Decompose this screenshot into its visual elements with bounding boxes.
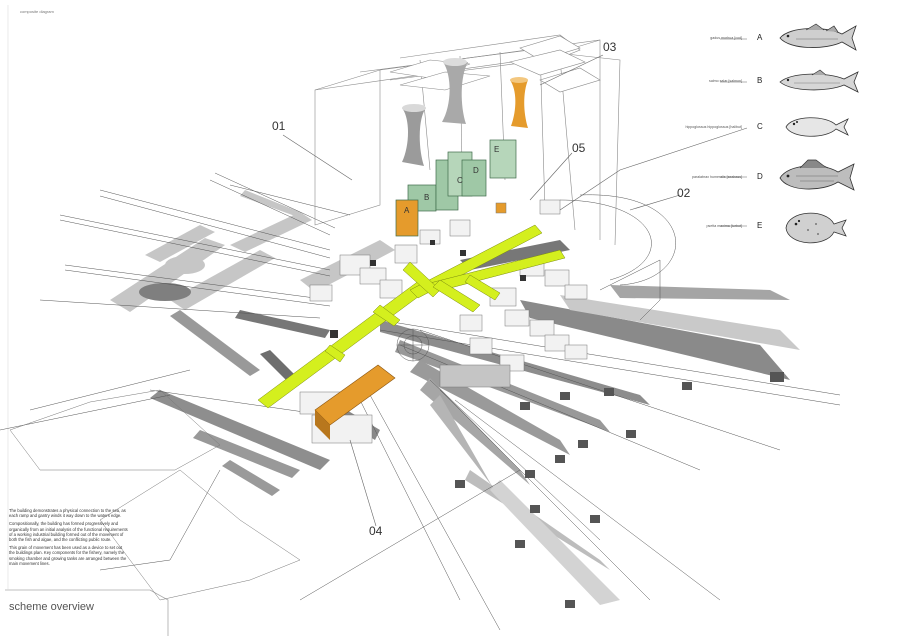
callout-05: 05 [572, 141, 586, 155]
turbine-circle [396, 328, 430, 362]
fish-caption-a: gadus morhua [cod] [710, 36, 742, 40]
description-paragraph-1: The building demonstrates a physical con… [9, 508, 126, 519]
callout-02: 02 [677, 186, 691, 200]
callout-01: 01 [272, 119, 286, 133]
fish-caption-d: paralabrax humeralis [seabass] [692, 175, 742, 179]
scheme-title: scheme overview [9, 601, 94, 613]
block-label-e: E [494, 145, 500, 154]
block-label-c: C [457, 176, 463, 185]
fish-caption-b: salmo salar [salmon] [709, 79, 742, 83]
fish-caption-e: psetta maxima [turbot] [706, 224, 742, 228]
callout-04: 04 [369, 524, 383, 538]
fish-caption-c: hippoglossus hippoglossus [halibut] [685, 125, 742, 129]
ground-shadows [110, 190, 395, 312]
site-outline [9, 389, 301, 601]
tower-wireframes [314, 34, 621, 246]
leader-lines [282, 38, 748, 527]
description-paragraph-3: This grain of movement has been used as … [9, 545, 127, 566]
fish-letter-e: E [757, 221, 763, 230]
seabass-illustration [779, 159, 855, 191]
turbot-illustration [785, 212, 847, 244]
block-label-b: B [424, 193, 430, 202]
block-label-a: A [404, 206, 410, 215]
cod-illustration [779, 23, 857, 51]
halibut-illustration [785, 117, 849, 137]
circulation-route [257, 224, 566, 409]
fish-letter-d: D [757, 172, 763, 181]
fish-letter-b: B [757, 76, 763, 85]
description-paragraph-2: Compositionally, the building has formed… [9, 521, 128, 543]
fish-letter-a: A [757, 33, 763, 42]
description-text: The building demonstrates a physical con… [9, 508, 129, 569]
block-label-d: D [473, 166, 479, 175]
sheet-frame [5, 5, 169, 636]
callout-03: 03 [603, 40, 617, 54]
funnels [402, 58, 528, 166]
smoking-chamber [314, 364, 396, 440]
growing-tanks [395, 139, 517, 237]
fish-letter-c: C [757, 122, 763, 131]
building-blocks [299, 199, 588, 444]
sheet-small-title: composite diagram [20, 9, 54, 14]
dark-details [330, 240, 526, 338]
salmon-illustration [779, 69, 859, 93]
